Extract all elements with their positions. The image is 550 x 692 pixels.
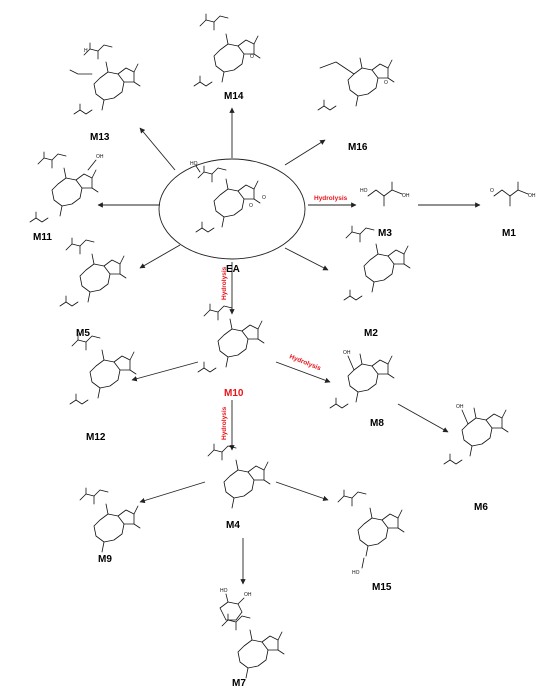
svg-text:H: H (84, 48, 88, 54)
arrow-m10-to-m8 (275, 361, 331, 383)
compound-ea: HO O O EA (158, 158, 306, 275)
compound-m6: OH M6 (443, 404, 509, 513)
compound-m5: M5 (59, 237, 127, 339)
label-m5: M5 (76, 328, 90, 339)
compound-m11: OH M11 (29, 151, 104, 243)
label-m6: M6 (474, 502, 488, 513)
svg-text:O: O (262, 195, 266, 201)
svg-text:HO: HO (352, 570, 360, 576)
hydrolysis-label-m10-m4: Hydrolysis (221, 406, 228, 440)
label-m2: M2 (364, 328, 378, 339)
compound-m15: HO M15 (337, 489, 405, 593)
svg-text:O: O (249, 203, 253, 209)
compound-m14: O M14 (193, 13, 261, 102)
arrow-m8-to-m6 (397, 403, 449, 433)
arrow-m10-to-m12 (131, 361, 199, 382)
hydrolysis-label-ea-m3: Hydrolysis (314, 195, 348, 202)
svg-text:OH: OH (456, 404, 464, 410)
label-m12: M12 (86, 432, 106, 443)
label-m7: M7 (232, 678, 246, 689)
svg-text:O: O (384, 80, 388, 86)
label-m10: M10 (224, 388, 244, 399)
hydrolysis-label-m10-m8: Hydrolysis (288, 353, 322, 372)
label-m16: M16 (348, 142, 368, 153)
arrow-m4-to-m9 (139, 481, 206, 504)
label-m11: M11 (33, 232, 52, 243)
svg-text:HO: HO (360, 188, 368, 194)
arrow-ea-to-m2 (284, 247, 329, 271)
svg-text:O: O (490, 188, 494, 194)
label-m9: M9 (98, 554, 112, 565)
compound-m4: M4 (207, 443, 271, 531)
arrow-ea-to-m13 (139, 127, 176, 171)
label-m15: M15 (372, 582, 392, 593)
compound-m1: O OH M1 (490, 181, 536, 239)
label-m1: M1 (502, 228, 516, 239)
svg-text:OH: OH (528, 193, 536, 199)
arrow-m4-to-m15 (275, 481, 329, 501)
compound-m13: H M13 (69, 42, 141, 143)
label-ea: EA (226, 264, 240, 275)
compound-m9: M9 (79, 487, 141, 565)
svg-text:OH: OH (343, 350, 351, 356)
compound-m8: OH M8 (329, 350, 395, 429)
label-m4: M4 (226, 520, 240, 531)
arrow-ea-to-m16 (284, 139, 326, 166)
svg-text:OH: OH (96, 154, 104, 160)
compound-m7: HO OH M7 (219, 588, 285, 689)
compound-m12: M12 (69, 333, 137, 443)
svg-text:HO: HO (190, 161, 198, 167)
label-m8: M8 (370, 418, 384, 429)
label-m14: M14 (224, 91, 244, 102)
svg-text:OH: OH (402, 193, 410, 199)
compound-m16: O M16 (317, 57, 395, 153)
compound-m10: M10 (197, 303, 265, 399)
svg-text:O: O (250, 54, 254, 60)
ea-ellipse (158, 158, 306, 260)
arrow-ea-to-m5 (139, 244, 181, 269)
label-m3: M3 (378, 228, 392, 239)
compound-m2: M2 (343, 225, 411, 339)
hydrolysis-label-ea-m10: Hydrolysis (221, 266, 228, 300)
svg-text:HO: HO (220, 588, 228, 594)
label-m13: M13 (90, 132, 110, 143)
svg-text:OH: OH (244, 592, 252, 598)
compound-m3: HO OH M3 (360, 181, 410, 239)
sugar-ring (219, 601, 243, 621)
